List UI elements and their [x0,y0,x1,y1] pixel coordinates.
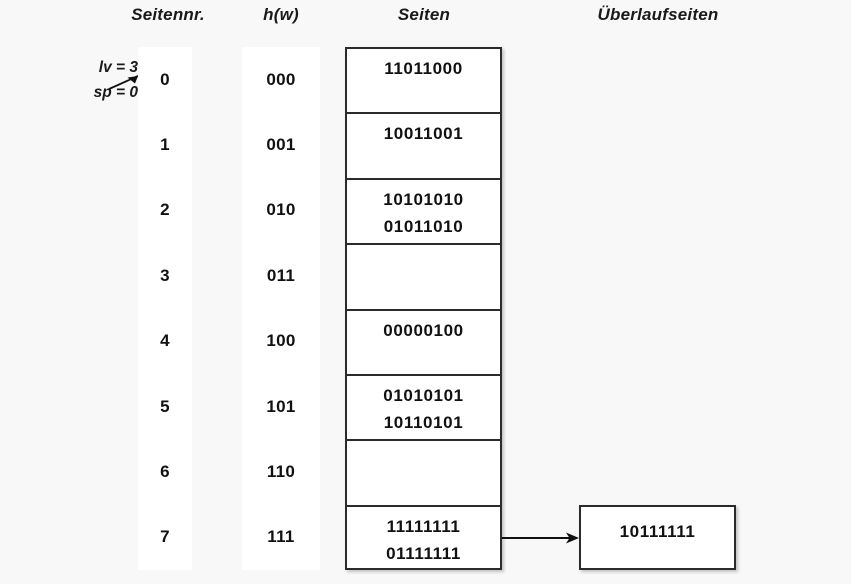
hw-cell: 011 [266,265,296,285]
seiten-record: 10011001 [383,124,464,144]
arrow-right-icon [108,75,139,90]
seitennr-cell: 7 [160,527,170,547]
column-hw: 000 001 010 011 100 101 110 111 [242,47,320,570]
seitennr-cell: 1 [160,135,170,155]
column-seitennr: 0 1 2 3 4 5 6 7 [138,47,192,570]
parameter-annotation: lv = 3 sp = 0 [38,55,138,105]
seiten-cell: 00000100 [347,311,500,376]
seiten-record: 10110101 [383,412,464,432]
seiten-record: 11011000 [384,59,463,78]
overflow-page-value: 10111111 [619,522,696,541]
seitennr-cell: 4 [160,331,170,351]
hw-cell: 111 [267,527,295,547]
seitennr-cell: 5 [160,396,170,416]
hw-cell: 110 [266,461,296,481]
annotation-lv: lv = 3 [98,59,138,76]
seiten-cell [347,441,500,507]
seitennr-cell: 3 [160,265,170,285]
seiten-record: 01010101 [383,385,464,405]
seitennr-cell: 0 [160,69,170,89]
seiten-record: 10101010 [383,189,464,209]
seiten-cell: 10101010 01011010 [347,180,500,246]
annotation-sp: sp = 0 [93,84,138,101]
hw-cell: 101 [266,396,296,416]
seiten-cell: 10011001 [347,114,500,180]
column-header-hw: h(w) [263,5,299,24]
seiten-record: 01011010 [383,216,464,236]
hw-cell: 100 [266,331,296,351]
hw-cell: 001 [266,135,296,155]
seiten-record: 00000100 [383,320,464,340]
hw-cell: 000 [266,69,296,89]
seiten-cell: 11111111 01111111 [347,507,500,572]
overflow-page-box: 10111111 [579,505,736,570]
seiten-record: 11111111 [386,516,461,536]
seiten-cell [347,245,500,311]
arrow-right-icon [502,532,579,544]
column-header-ueberlaufseiten: Überlaufseiten [597,5,719,24]
seiten-cell: 11011000 [347,49,500,115]
seitennr-cell: 6 [160,461,170,481]
seitennr-cell: 2 [160,200,170,220]
hw-cell: 010 [266,200,296,220]
column-header-seitennr: Seitennr. [131,5,205,24]
column-seiten: 11011000 10011001 10101010 01011010 00000100… [345,47,502,570]
seiten-record: 01111111 [386,543,461,563]
column-header-seiten: Seiten [397,5,451,24]
seiten-cell: 01010101 10110101 [347,376,500,442]
